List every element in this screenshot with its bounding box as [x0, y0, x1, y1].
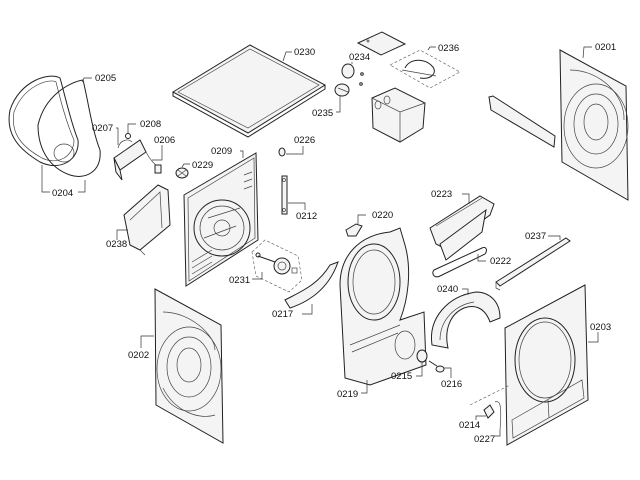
leader-0229: [181, 163, 190, 168]
part-rear-panel[interactable]: [183, 152, 259, 287]
label-0202: 0202: [128, 350, 149, 361]
leader-0208: [127, 123, 136, 134]
leader-0230: [282, 51, 292, 62]
leader-0226: [286, 146, 304, 155]
part-filter-seal[interactable]: [432, 247, 487, 278]
part-fan-kit[interactable]: [251, 239, 303, 293]
part-heater-assembly[interactable]: [389, 49, 461, 89]
part-door-lock[interactable]: [113, 133, 162, 181]
label-0230: 0230: [294, 47, 315, 58]
label-0231: 0231: [229, 275, 250, 286]
part-0234[interactable]: [341, 63, 364, 86]
part-0216[interactable]: [428, 360, 445, 373]
leader-0227: [494, 430, 501, 437]
leader-0217: [302, 304, 313, 315]
leader-0223: [462, 193, 470, 204]
label-0215: 0215: [391, 371, 412, 382]
leader-0212: [288, 202, 306, 210]
leader-0214: [475, 415, 486, 420]
label-0214: 0214: [459, 420, 480, 431]
part-bracket-0217[interactable]: [284, 261, 339, 309]
part-heater-box[interactable]: [371, 87, 426, 143]
label-0222: 0222: [490, 256, 511, 267]
leader-0203: [588, 332, 599, 343]
leader-0215: [416, 362, 423, 377]
label-0206: 0206: [154, 135, 175, 146]
label-0234: 0234: [349, 52, 370, 63]
leader-0220: [357, 214, 366, 224]
label-0212: 0212: [296, 211, 317, 222]
label-0223: 0223: [431, 189, 452, 200]
leader-0231: [252, 272, 263, 280]
leader-0235: [336, 96, 341, 113]
part-control-strip[interactable]: [488, 95, 556, 148]
leader-0204: [41, 165, 50, 193]
part-side-panel-right[interactable]: [559, 49, 629, 201]
label-0236: 0236: [438, 43, 459, 54]
part-rail-0212[interactable]: [281, 175, 288, 215]
part-0215[interactable]: [416, 349, 428, 363]
leader-0222: [477, 254, 486, 262]
part-top-cover[interactable]: [172, 44, 326, 138]
label-0203: 0203: [590, 322, 611, 333]
label-0204: 0204: [52, 188, 73, 199]
label-0209: 0209: [211, 146, 232, 157]
label-0207: 0207: [92, 123, 113, 134]
part-0220[interactable]: [345, 223, 363, 237]
label-0208: 0208: [140, 119, 161, 130]
leader-0205: [81, 77, 92, 83]
label-0226: 0226: [294, 135, 315, 146]
part-bearing-shield[interactable]: [339, 227, 427, 386]
label-0201: 0201: [595, 42, 616, 53]
leader-0206: [152, 145, 163, 161]
part-0235[interactable]: [334, 83, 350, 97]
leader-0209: [240, 150, 244, 158]
label-0217: 0217: [272, 309, 293, 320]
label-0205: 0205: [95, 73, 116, 84]
part-0229[interactable]: [175, 167, 189, 179]
part-gasket[interactable]: [37, 79, 101, 177]
part-air-guide[interactable]: [431, 291, 501, 349]
label-0240: 0240: [437, 284, 458, 295]
leader-0236: [427, 46, 436, 51]
label-0237: 0237: [525, 231, 546, 242]
label-0238: 0238: [106, 239, 127, 250]
label-0235: 0235: [312, 108, 333, 119]
label-0216: 0216: [441, 379, 462, 390]
part-side-panel-left[interactable]: [154, 288, 224, 444]
part-front-panel[interactable]: [504, 284, 589, 446]
leader-0237: [548, 235, 561, 240]
leader-0216: [444, 367, 452, 378]
label-0227: 0227: [474, 434, 495, 445]
leader-0219: [361, 380, 368, 394]
label-0220: 0220: [372, 210, 393, 221]
part-strip-0237[interactable]: [495, 237, 571, 291]
leader-0240: [462, 288, 469, 295]
leader-0201: [582, 46, 592, 59]
part-air-duct[interactable]: [123, 184, 171, 256]
leader-0207: [116, 127, 119, 145]
leader-0204b: [78, 180, 86, 193]
part-cover-plate[interactable]: [356, 31, 407, 56]
label-0219: 0219: [337, 389, 358, 400]
leader-0202: [140, 335, 154, 348]
part-lint-filter[interactable]: [429, 195, 495, 261]
label-0229: 0229: [192, 160, 213, 171]
leader-0238: [116, 229, 128, 240]
part-door-catch[interactable]: [469, 384, 511, 431]
part-0226[interactable]: [278, 147, 286, 157]
part-door-seal[interactable]: [8, 75, 79, 167]
